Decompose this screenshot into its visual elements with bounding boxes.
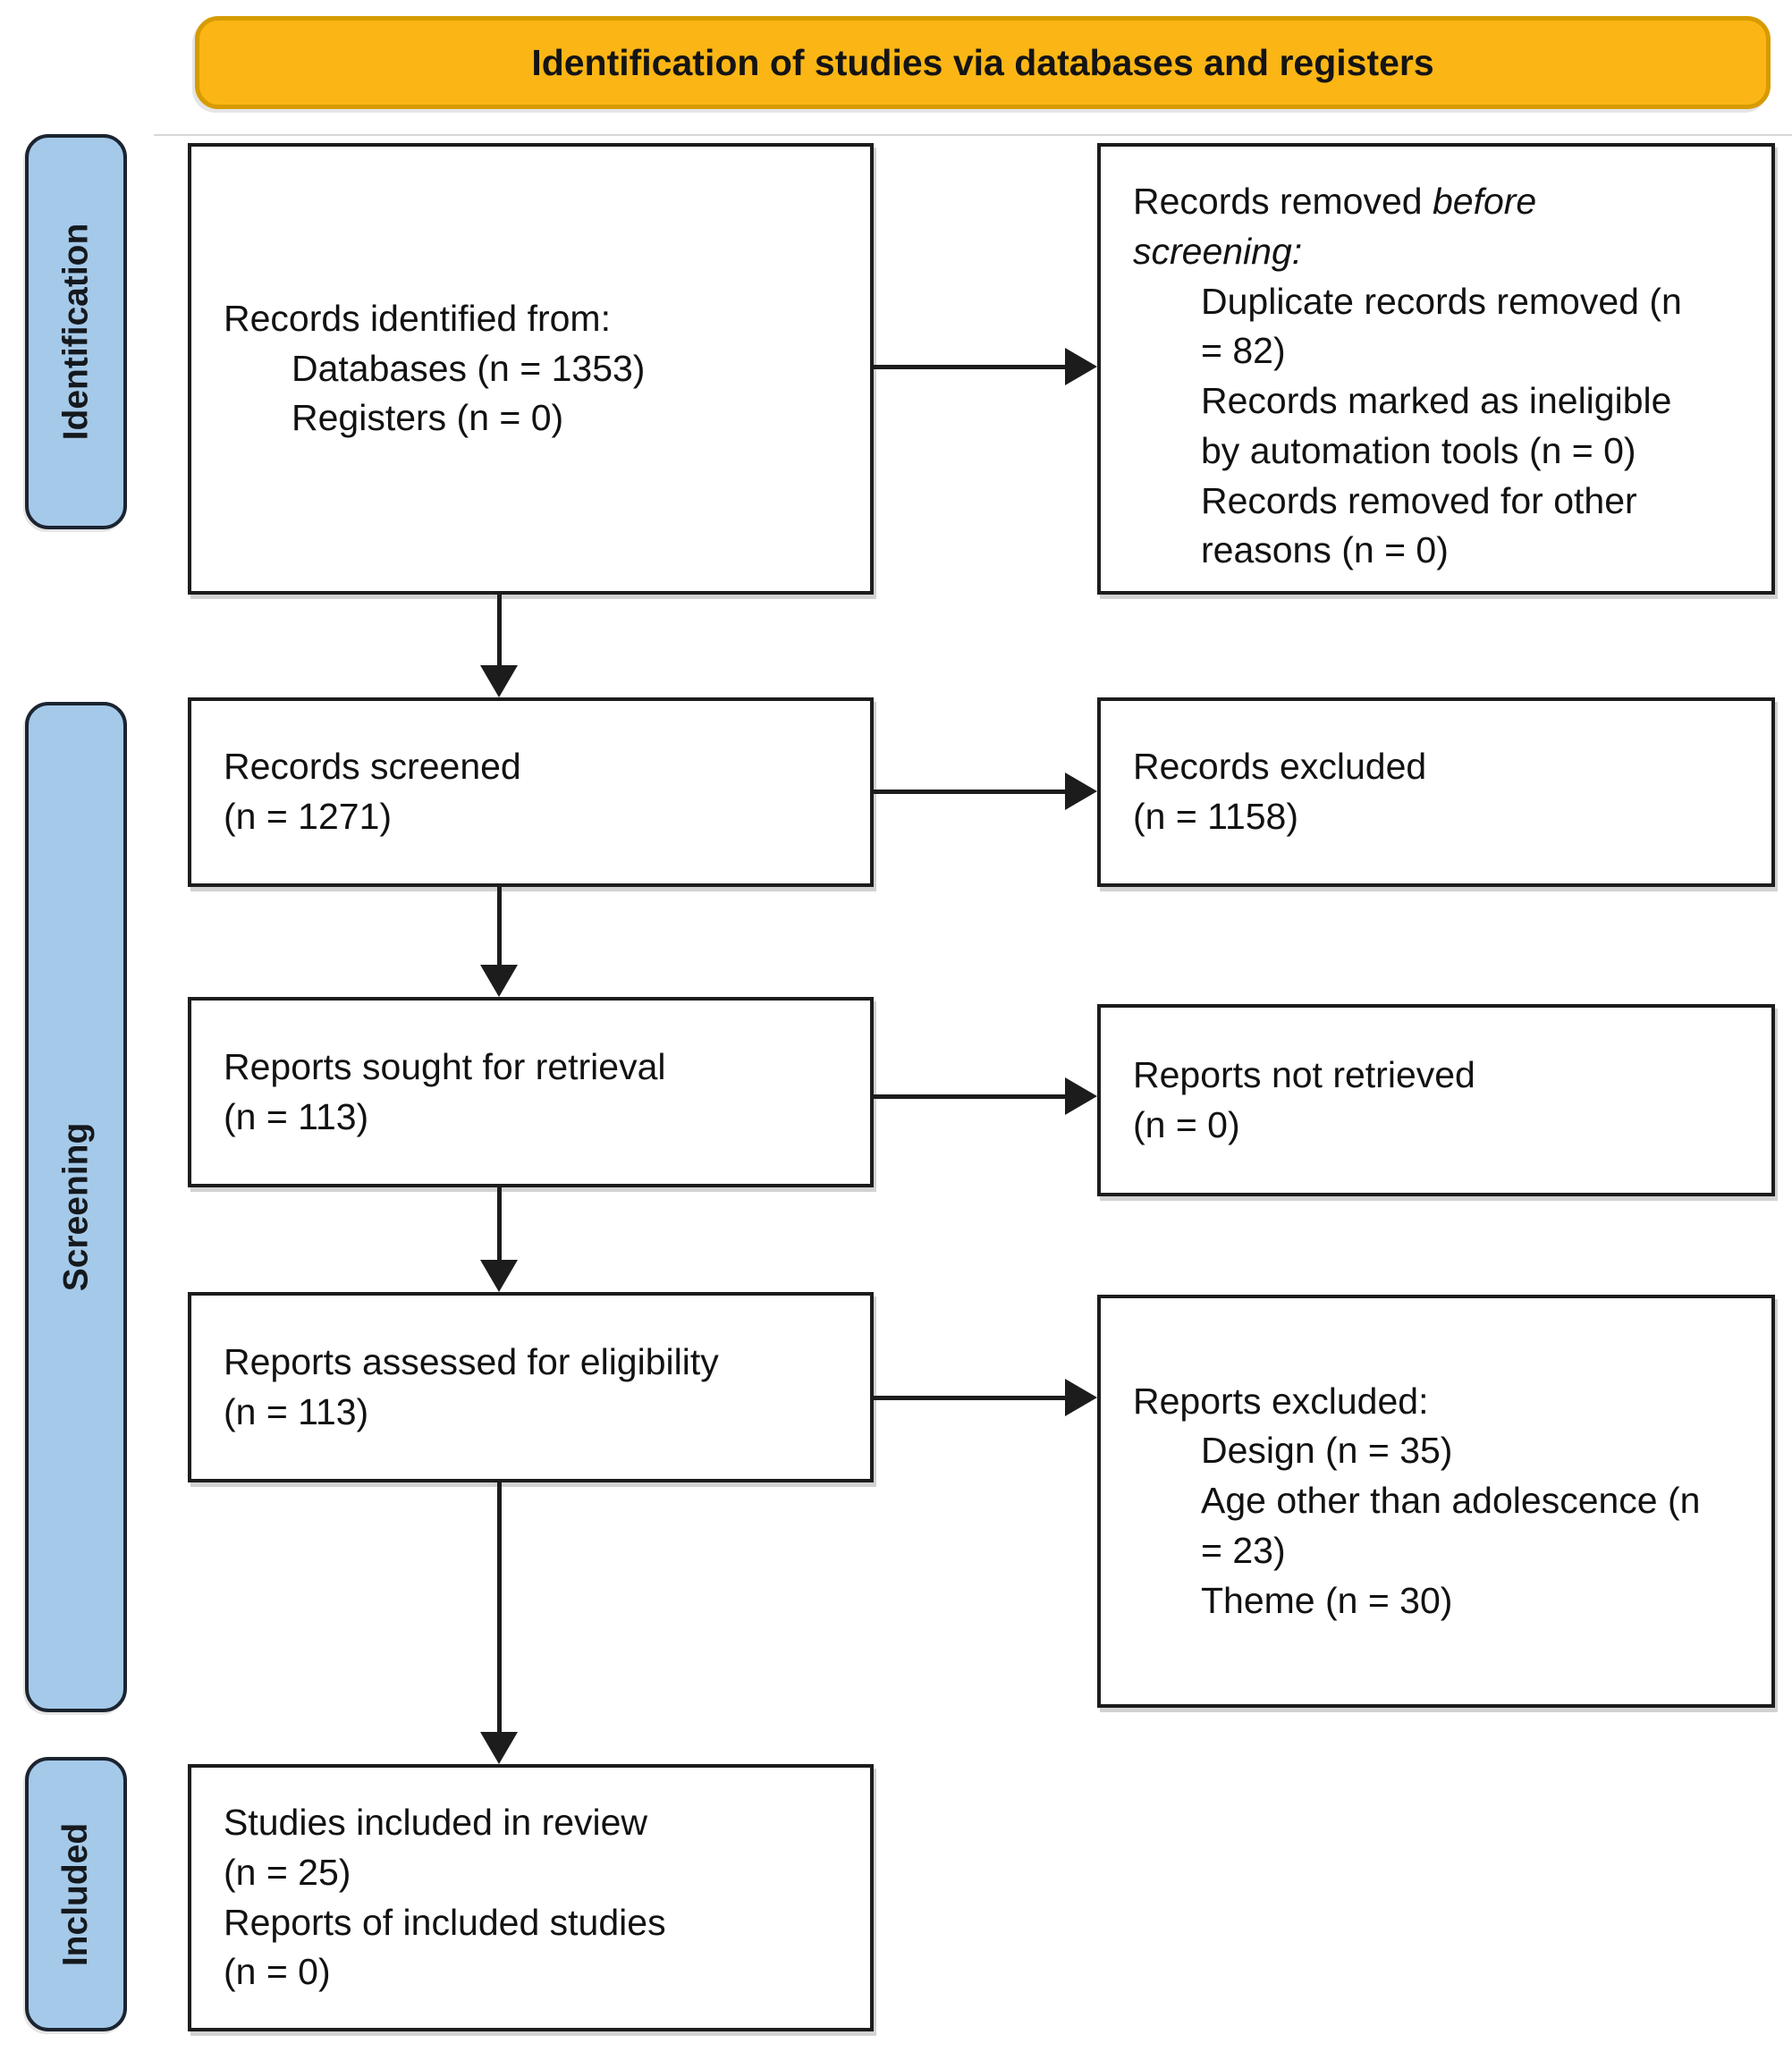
arrow-right-sought-to-not-retrieved-stem: [874, 1094, 1065, 1099]
box-records-excluded-line2: (n = 1158): [1133, 796, 1299, 837]
box-records-screened: Records screened (n = 1271): [188, 697, 874, 887]
arrow-right-assessed-to-excluded-stem: [874, 1396, 1065, 1400]
stage-screening: Screening: [25, 702, 127, 1712]
arrow-right-screened-to-excluded-stem: [874, 790, 1065, 794]
box-records-identified-item-databases: Databases (n = 1353): [292, 347, 646, 389]
box-reports-sought: Reports sought for retrieval (n = 113): [188, 997, 874, 1187]
box-reports-excluded: Reports excluded: Design (n = 35) Age ot…: [1097, 1295, 1775, 1708]
box-reports-assessed-line1: Reports assessed for eligibility: [224, 1340, 719, 1382]
box-records-removed-title-italic1: before: [1432, 181, 1537, 222]
box-records-removed-item-duplicates: Duplicate records removed (n = 82): [1201, 280, 1682, 372]
box-studies-included-line4: (n = 0): [224, 1951, 331, 1993]
arrow-down-assessed-to-included-stem: [497, 1482, 502, 1732]
box-records-screened-line1: Records screened: [224, 746, 521, 788]
arrow-right-sought-to-not-retrieved-head: [1065, 1077, 1097, 1115]
box-reports-excluded-item-age: Age other than adolescence (n = 23): [1201, 1480, 1701, 1571]
arrow-down-sought-to-assessed-head: [480, 1260, 518, 1292]
box-reports-assessed-line2: (n = 113): [224, 1390, 369, 1432]
box-records-excluded-line1: Records excluded: [1133, 746, 1427, 788]
stage-identification-label: Identification: [56, 223, 96, 441]
box-records-identified-title: Records identified from:: [224, 297, 611, 339]
stage-identification: Identification: [25, 134, 127, 529]
divider-line: [154, 134, 1792, 136]
box-records-removed-title-normal: Records removed: [1133, 181, 1433, 222]
arrow-down-sought-to-assessed-stem: [497, 1187, 502, 1260]
box-reports-not-retrieved: Reports not retrieved (n = 0): [1097, 1004, 1775, 1196]
stage-included: Included: [25, 1757, 127, 2031]
box-records-identified: Records identified from: Databases (n = …: [188, 143, 874, 595]
box-reports-excluded-item-design: Design (n = 35): [1201, 1430, 1453, 1472]
stage-screening-label: Screening: [56, 1122, 96, 1292]
arrow-right-identified-to-removed-stem: [874, 365, 1065, 369]
box-studies-included-line2: (n = 25): [224, 1851, 351, 1893]
box-records-removed-title-line1: Records removed before: [1133, 177, 1746, 227]
box-records-removed-item-other: Records removed for other reasons (n = 0…: [1201, 479, 1637, 571]
box-records-excluded: Records excluded (n = 1158): [1097, 697, 1775, 887]
box-reports-not-retrieved-line2: (n = 0): [1133, 1103, 1240, 1145]
box-studies-included-line3: Reports of included studies: [224, 1901, 666, 1943]
stage-included-label: Included: [56, 1822, 95, 1966]
arrow-right-identified-to-removed-head: [1065, 348, 1097, 385]
box-reports-excluded-title: Reports excluded:: [1133, 1380, 1429, 1422]
box-records-removed-title-line2: screening:: [1133, 230, 1303, 272]
box-reports-assessed: Reports assessed for eligibility (n = 11…: [188, 1292, 874, 1482]
box-studies-included: Studies included in review (n = 25) Repo…: [188, 1764, 874, 2031]
arrow-right-screened-to-excluded-head: [1065, 773, 1097, 810]
arrow-down-screened-to-sought-stem: [497, 887, 502, 965]
arrow-down-screened-to-sought-head: [480, 965, 518, 997]
arrow-right-assessed-to-excluded-head: [1065, 1379, 1097, 1416]
banner: Identification of studies via databases …: [195, 16, 1771, 109]
box-reports-sought-line1: Reports sought for retrieval: [224, 1045, 666, 1087]
box-studies-included-line1: Studies included in review: [224, 1802, 648, 1843]
box-records-identified-item-registers: Registers (n = 0): [292, 397, 564, 439]
box-records-removed-item-automation: Records marked as ineligible by automati…: [1201, 380, 1672, 471]
box-records-removed-before-screening: Records removed before screening: Duplic…: [1097, 143, 1775, 595]
arrow-down-identified-to-screened-head: [480, 665, 518, 697]
arrow-down-identified-to-screened-stem: [497, 595, 502, 665]
box-records-screened-line2: (n = 1271): [224, 796, 393, 837]
arrow-down-assessed-to-included-head: [480, 1732, 518, 1764]
banner-title: Identification of studies via databases …: [531, 41, 1434, 83]
box-reports-excluded-item-theme: Theme (n = 30): [1201, 1579, 1453, 1621]
box-reports-not-retrieved-line1: Reports not retrieved: [1133, 1053, 1475, 1095]
box-reports-sought-line2: (n = 113): [224, 1095, 369, 1137]
